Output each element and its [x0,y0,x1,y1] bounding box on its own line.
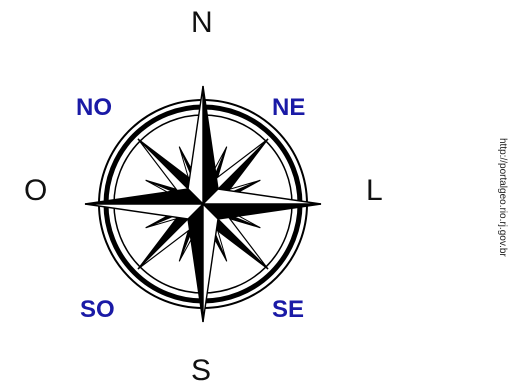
label-southeast: SE [272,298,304,322]
label-southwest: SO [80,298,115,322]
label-north: N [191,8,213,38]
cardinal-points [85,86,321,322]
source-credit: http://portalgeo.rio.rj.gov.br [497,138,508,257]
label-northwest: NO [76,96,112,120]
label-east: L [366,176,383,206]
label-west: O [24,176,47,206]
label-south: S [191,356,211,386]
label-northeast: NE [272,96,305,120]
